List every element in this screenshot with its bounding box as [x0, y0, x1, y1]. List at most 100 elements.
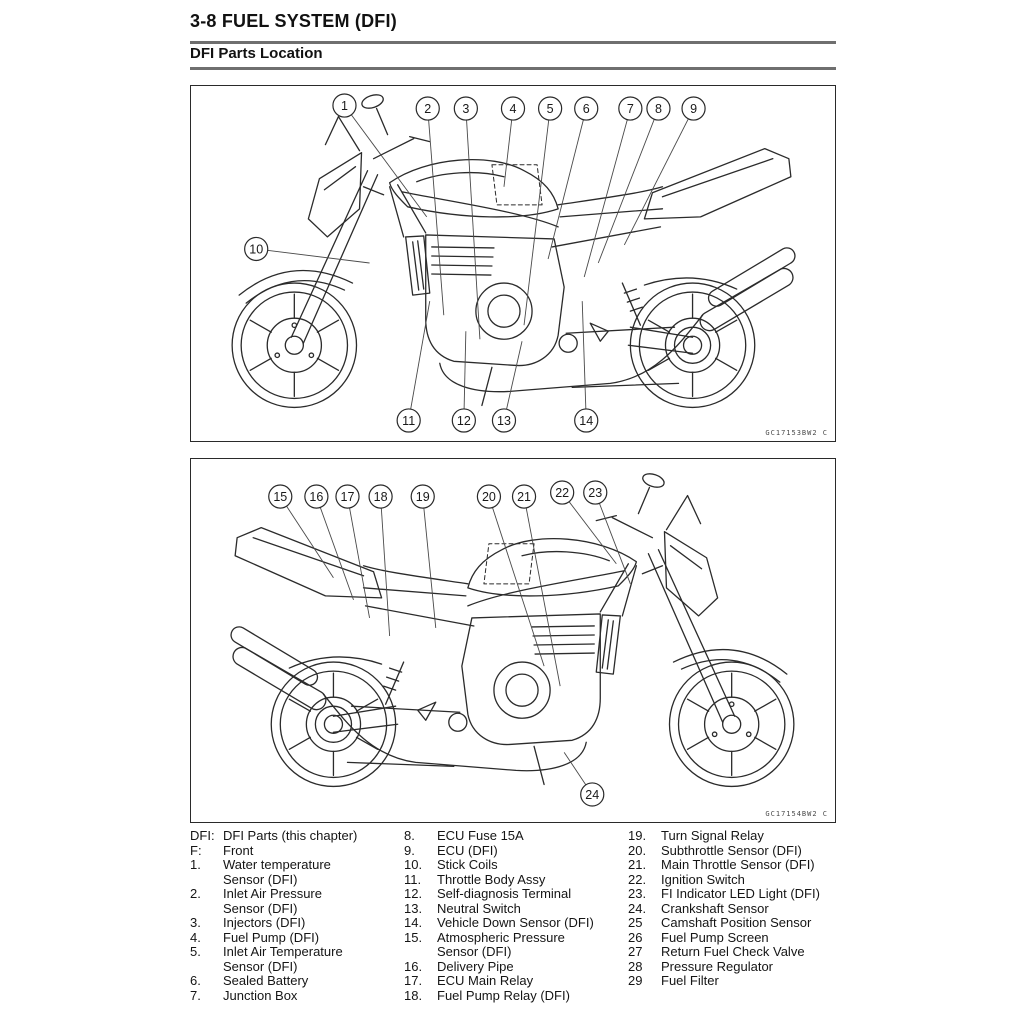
- legend-item-text: Delivery Pipe: [437, 958, 514, 974]
- legend-item: 17. ECU Main Relay: [404, 973, 630, 989]
- svg-text:15: 15: [273, 490, 287, 504]
- legend-item-text: Self-diagnosis Terminal: [437, 886, 572, 901]
- svg-text:16: 16: [309, 490, 323, 504]
- legend-item-text: Crankshaft Sensor: [661, 900, 769, 916]
- legend-item: 12. Self-diagnosis Terminal: [404, 886, 630, 902]
- svg-text:7: 7: [627, 102, 634, 116]
- legend-item-number: 8.: [404, 828, 415, 843]
- callout-14: 14: [574, 408, 599, 433]
- callout-leader-13: [503, 341, 523, 421]
- legend-item-number: 23.: [628, 886, 647, 901]
- legend-item-text: Front: [223, 842, 254, 858]
- callout-leader-17: [347, 496, 370, 619]
- callout-22: 22: [550, 480, 575, 505]
- legend-item-text: ECU Fuse 15A: [437, 828, 524, 843]
- callout-17: 17: [335, 484, 360, 509]
- callout-leader-5: [523, 108, 551, 326]
- legend-item-number: 6.: [190, 973, 201, 988]
- legend-item-number: 13.: [404, 900, 423, 916]
- callout-23: 23: [583, 480, 608, 505]
- callout-leader-9: [623, 108, 694, 246]
- callout-18: 18: [368, 484, 393, 509]
- legend-item-text: Camshaft Position Sensor: [661, 915, 812, 930]
- legend-item-text: Turn Signal Relay: [661, 828, 764, 843]
- legend-item: 9. ECU (DFI): [404, 842, 630, 859]
- legend-item: 13. Neutral Switch: [404, 900, 630, 917]
- callout-2: 2: [415, 96, 440, 121]
- legend-item-text: ECU Main Relay: [437, 973, 534, 988]
- callout-leader-6: [547, 108, 587, 260]
- chapter-title: 3-8 FUEL SYSTEM (DFI): [190, 11, 397, 31]
- section-divider: [190, 67, 836, 70]
- legend-item-number: 21.: [628, 857, 647, 872]
- legend-item: 22.Ignition Switch: [628, 872, 850, 888]
- svg-text:4: 4: [510, 102, 517, 116]
- callout-leader-4: [503, 108, 514, 187]
- legend-item-text: Pressure Regulator: [661, 958, 773, 974]
- legend-item: 18.Fuel Pump Relay (DFI): [404, 987, 630, 1004]
- legend-item: 20. Subthrottle Sensor (DFI): [628, 842, 850, 859]
- legend-item: 25 Camshaft Position Sensor: [628, 915, 850, 931]
- svg-text:3: 3: [462, 102, 469, 116]
- legend-item-text: ECU (DFI): [437, 842, 498, 858]
- svg-text:8: 8: [655, 102, 662, 116]
- svg-text:14: 14: [579, 414, 593, 428]
- callout-leader-10: [256, 248, 370, 264]
- svg-text:20: 20: [482, 490, 496, 504]
- legend-item-text: Main Throttle Sensor (DFI): [661, 857, 815, 872]
- svg-text:18: 18: [374, 490, 388, 504]
- callout-19: 19: [410, 484, 435, 509]
- legend-item: 2.Inlet Air Pressure Sensor (DFI): [190, 886, 402, 916]
- svg-text:6: 6: [583, 102, 590, 116]
- callout-15: 15: [268, 484, 293, 509]
- legend-item-number: 16.: [404, 958, 423, 974]
- legend-item-text: Neutral Switch: [437, 900, 521, 916]
- svg-text:24: 24: [585, 788, 599, 802]
- legend-item-number: 18.: [404, 987, 423, 1003]
- callout-3: 3: [453, 96, 478, 121]
- legend-item: 4.Fuel Pump (DFI): [190, 930, 402, 946]
- legend-item-number: 9.: [404, 842, 415, 858]
- callout-4: 4: [500, 96, 526, 121]
- svg-text:13: 13: [497, 414, 511, 428]
- legend-item-number: 3.: [190, 915, 201, 930]
- legend-item-number: 20.: [628, 842, 647, 858]
- legend-item-number: 12.: [404, 886, 423, 901]
- svg-text:2: 2: [424, 102, 431, 116]
- legend-item: 5.Inlet Air Temperature Sensor (DFI): [190, 944, 402, 974]
- legend-item-text: Injectors (DFI): [223, 915, 306, 930]
- legend-item-number: 10.: [404, 857, 423, 872]
- legend-item-number: 25: [628, 915, 643, 930]
- legend-item: 24. Crankshaft Sensor: [628, 900, 850, 917]
- callout-6: 6: [574, 96, 599, 121]
- svg-text:17: 17: [341, 490, 355, 504]
- header-divider: [190, 41, 836, 44]
- legend-item-number: 17.: [404, 973, 423, 988]
- legend-item-number: 28: [628, 958, 643, 974]
- callout-leader-8: [597, 108, 659, 264]
- svg-text:23: 23: [588, 486, 602, 500]
- callout-leader-16: [315, 496, 354, 601]
- callout-12: 12: [451, 408, 476, 433]
- callout-7: 7: [618, 96, 643, 121]
- legend-item-text: Stick Coils: [437, 857, 498, 872]
- legend-item: DFI:DFI Parts (this chapter): [190, 828, 402, 844]
- legend-item-text: Subthrottle Sensor (DFI): [661, 842, 802, 858]
- callout-leader-18: [380, 496, 391, 637]
- legend-item-text: Sealed Battery: [223, 973, 309, 988]
- callout-leader-22: [561, 492, 617, 565]
- svg-text:19: 19: [416, 490, 430, 504]
- callout-24: 24: [580, 782, 605, 807]
- legend-item-number: 1.: [190, 857, 201, 872]
- svg-text:12: 12: [457, 414, 471, 428]
- legend-item-number: 24.: [628, 900, 647, 916]
- legend-item: 1.Water temperature Sensor (DFI): [190, 857, 402, 887]
- callout-leader-14: [581, 301, 587, 421]
- legend-item-text: Fuel Pump Screen: [661, 929, 769, 945]
